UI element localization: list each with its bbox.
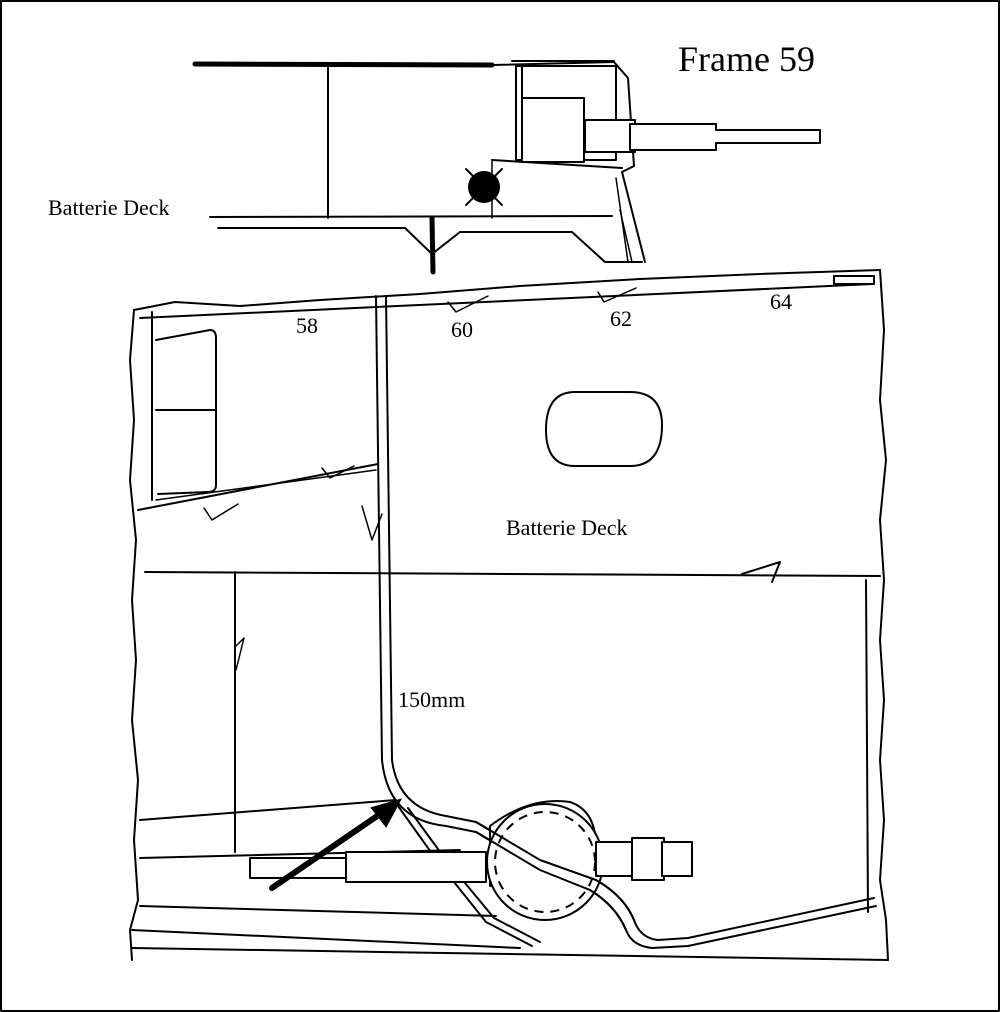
lower-deck-bracket	[741, 561, 781, 583]
port-hole	[545, 391, 663, 467]
upper-side-inner-2	[619, 209, 633, 263]
left-compartment-box	[155, 329, 217, 495]
upper-deck-plate	[192, 61, 495, 68]
left-bracket-1	[203, 503, 239, 521]
gun-barrel	[629, 123, 821, 151]
right-bulkhead	[865, 579, 869, 913]
upper-deck-girder	[217, 227, 643, 263]
main-deck-end-plate	[833, 275, 875, 285]
upper-deck-line	[209, 215, 613, 218]
hull-top-edge	[133, 269, 881, 311]
inner-slope-line	[407, 807, 541, 943]
armor-slope-overlay	[475, 831, 627, 931]
hull-bottom-edge	[131, 947, 889, 961]
lower-girder-1	[139, 799, 397, 821]
frame-60-tick	[447, 295, 489, 313]
frame-62-tick	[597, 287, 637, 303]
hull-section	[129, 269, 889, 961]
armor-belt-outer	[375, 295, 477, 833]
upper-side-wall	[613, 61, 646, 263]
frame-62-label: 62	[610, 306, 632, 331]
armor-belt-inner	[385, 295, 477, 823]
thickness-label: 150mm	[398, 687, 465, 712]
lower-deck-label: Batterie Deck	[506, 515, 628, 540]
pointer-arrow-icon	[269, 798, 403, 891]
hull-right-edge	[879, 269, 889, 961]
left-bulkhead-bracket	[235, 637, 245, 671]
upper-deck-plate-end	[491, 61, 615, 66]
hull-left-edge	[129, 309, 139, 961]
keel-line	[131, 929, 521, 949]
gun-platform	[491, 159, 623, 169]
gun-house-inner	[521, 97, 585, 163]
gun-breech	[584, 119, 636, 153]
lower-girder-3	[139, 905, 497, 917]
lower-deck-line	[144, 571, 881, 577]
shaft-segment-2	[345, 851, 487, 883]
main-deck-line	[139, 283, 873, 319]
frame-58-label: 58	[296, 313, 318, 338]
frame-60-label: 60	[451, 317, 473, 342]
diagram-title: Frame 59	[678, 39, 815, 79]
upper-pillar	[429, 215, 436, 275]
shaft-end	[661, 841, 693, 877]
left-bracket-2	[321, 465, 355, 479]
shaft-coupling	[595, 841, 635, 877]
left-sloped-deck-lower	[155, 469, 377, 501]
left-sloped-deck	[137, 463, 379, 511]
shaft-coupling-2	[631, 837, 665, 881]
round-fitting-icon	[465, 168, 503, 206]
inner-slope-line-2	[397, 805, 533, 947]
upper-deck-label: Batterie Deck	[48, 195, 170, 220]
upper-casemate	[192, 60, 821, 275]
armor-slope-overlay-2	[475, 821, 635, 921]
frame-64-label: 64	[770, 289, 792, 314]
